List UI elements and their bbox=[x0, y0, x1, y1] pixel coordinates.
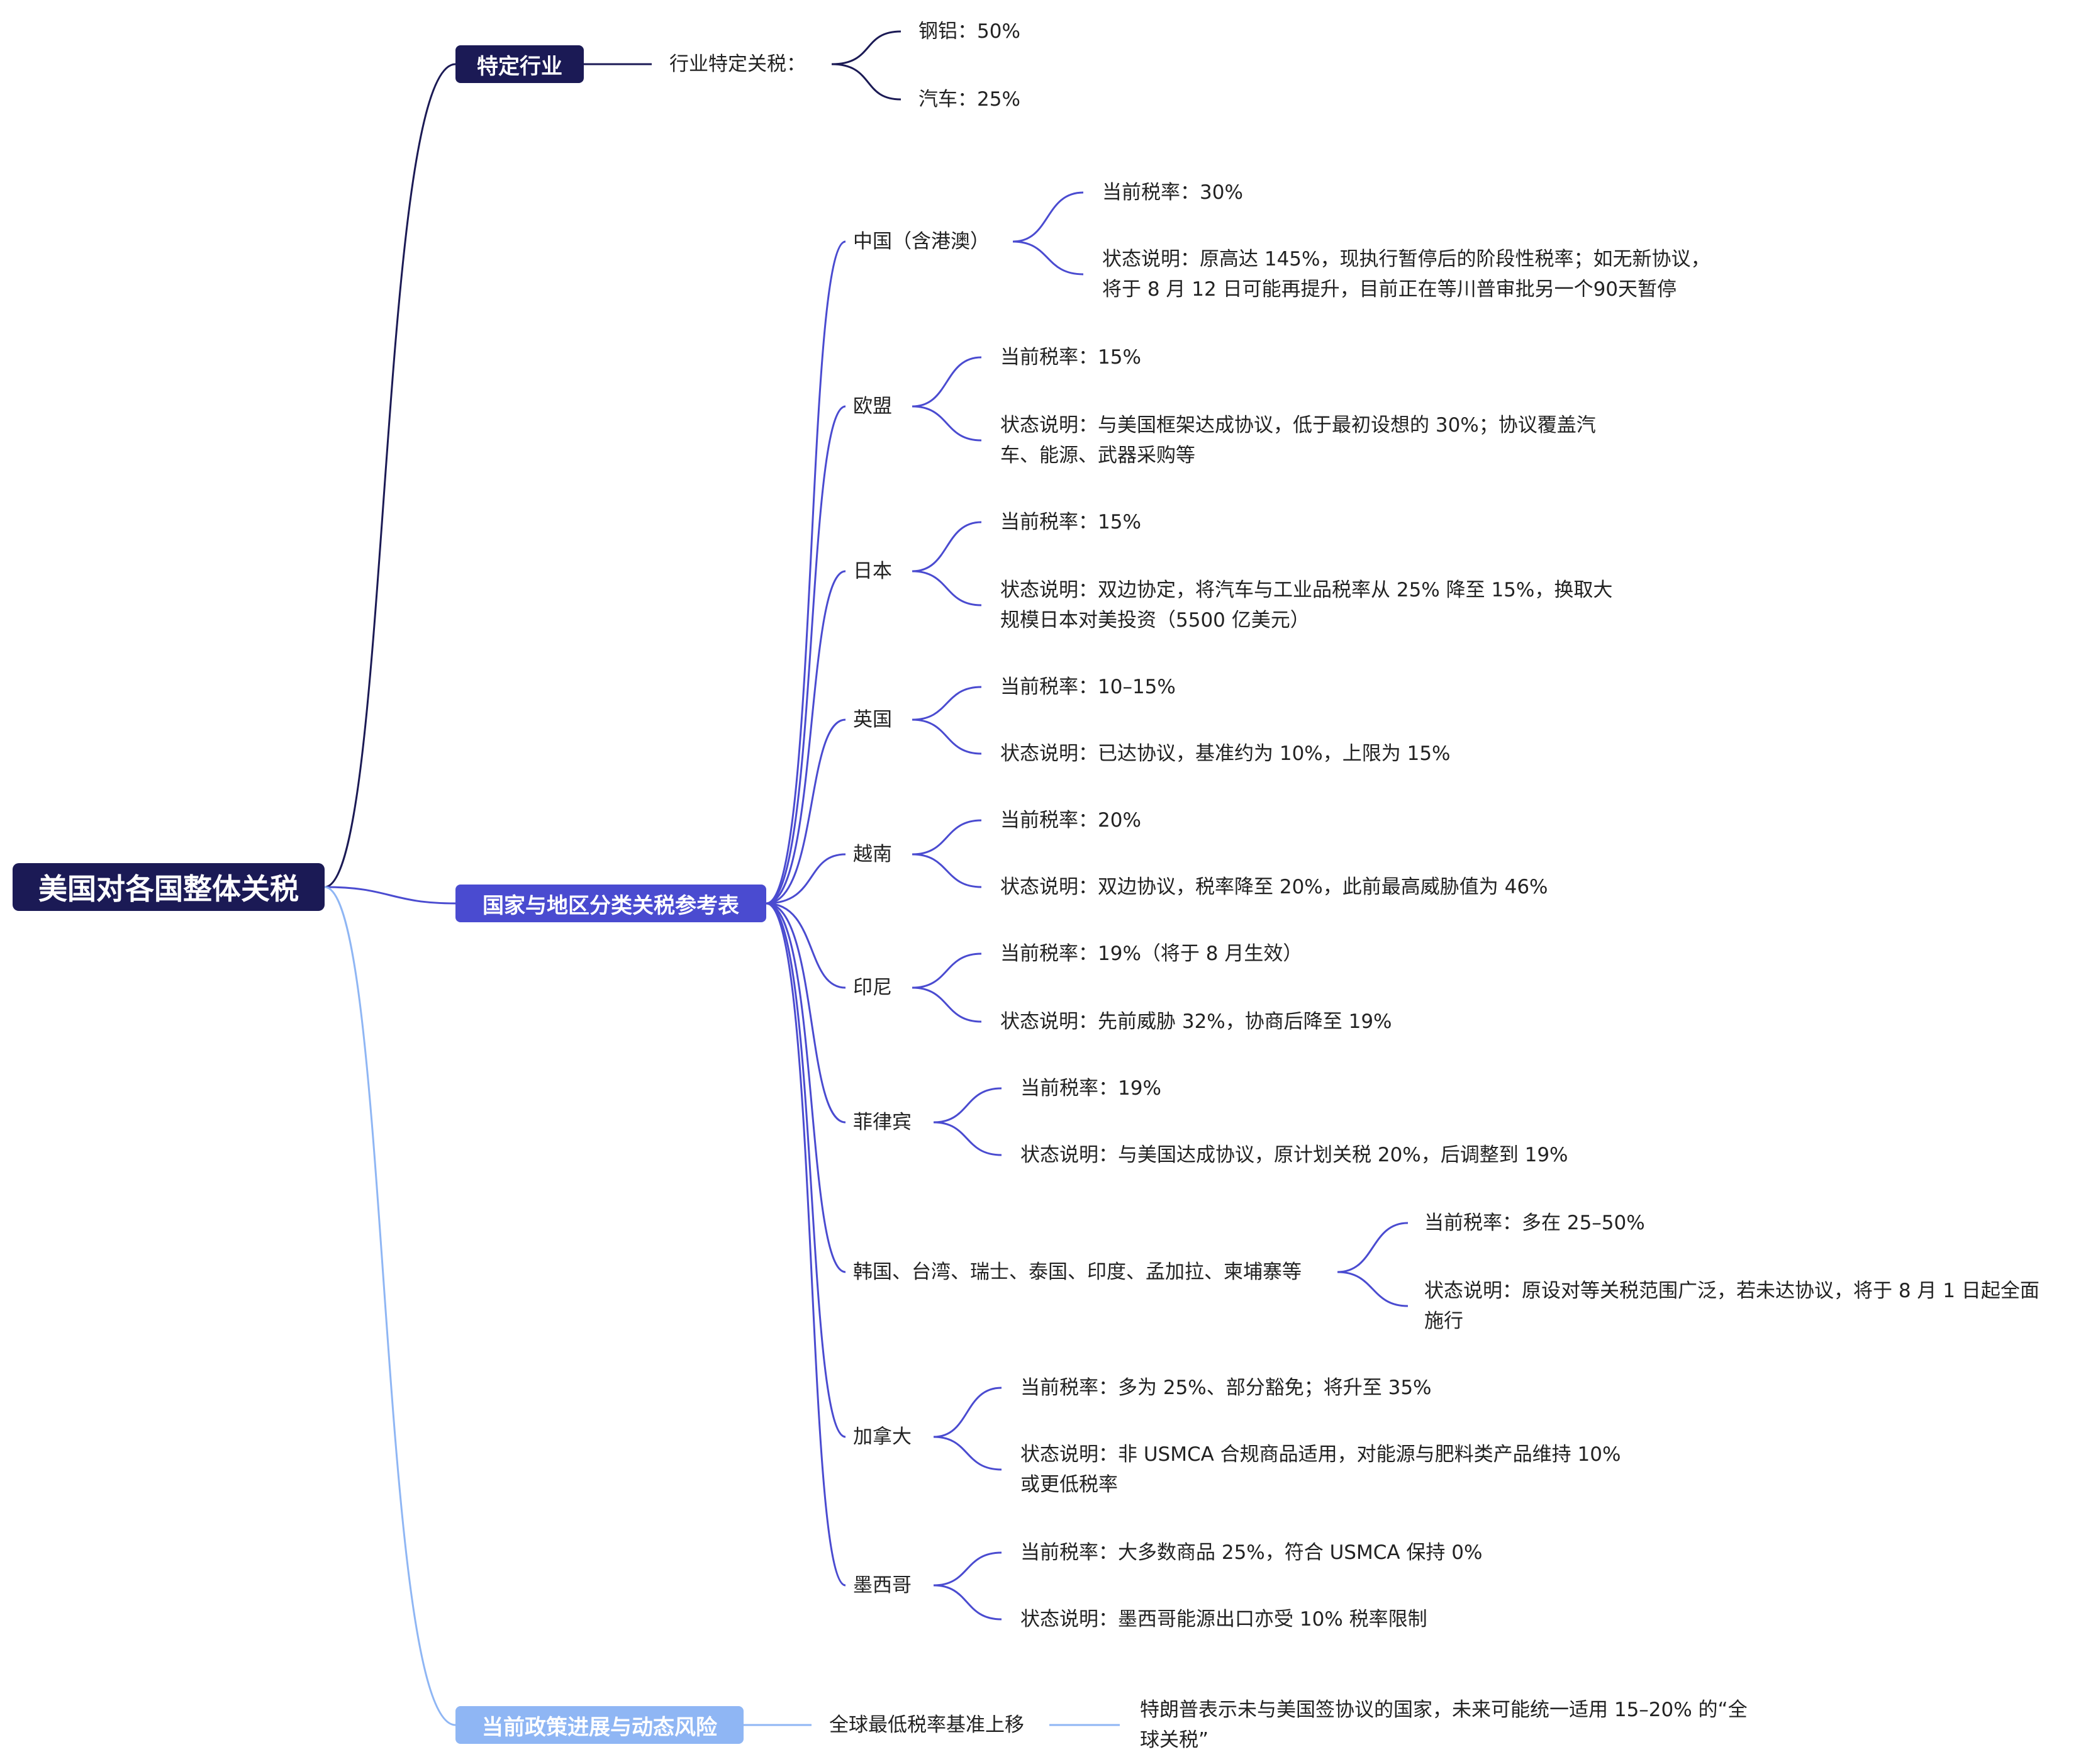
canada-note[interactable]: 状态说明：非 USMCA 合规商品适用，对能源与肥料类产品维持 10% 或更低税… bbox=[1020, 1439, 1621, 1500]
country-korea-group[interactable]: 韩国、台湾、瑞士、泰国、印度、孟加拉、柬埔寨等 bbox=[853, 1261, 1302, 1283]
vietnam-note[interactable]: 状态说明：双边协议，税率降至 20%，此前最高威胁值为 46% bbox=[1000, 876, 1548, 898]
policy-note-line1: 特朗普表示未与美国签协议的国家，未来可能统一适用 15–20% 的“全 bbox=[1140, 1699, 1748, 1721]
country-canada[interactable]: 加拿大 bbox=[853, 1426, 912, 1448]
philippines-note[interactable]: 状态说明：与美国达成协议，原计划关税 20%，后调整到 19% bbox=[1020, 1144, 1568, 1166]
korea-group-note[interactable]: 状态说明：原设对等关税范围广泛，若未达协议，将于 8 月 1 日起全面 施行 bbox=[1424, 1276, 2040, 1336]
uk-rate[interactable]: 当前税率：10–15% bbox=[1000, 676, 1176, 698]
korea-group-rate[interactable]: 当前税率：多在 25–50% bbox=[1424, 1212, 1645, 1234]
china-note[interactable]: 状态说明：原高达 145%，现执行暂停后的阶段性税率；如无新协议， 将于 8 月… bbox=[1102, 244, 1710, 304]
branch-countries[interactable]: 国家与地区分类关税参考表 bbox=[455, 885, 766, 922]
policy-note[interactable]: 特朗普表示未与美国签协议的国家，未来可能统一适用 15–20% 的“全 球关税” bbox=[1140, 1695, 1748, 1755]
philippines-rate[interactable]: 当前税率：19% bbox=[1020, 1077, 1161, 1100]
country-philippines[interactable]: 菲律宾 bbox=[853, 1111, 912, 1134]
edge-root-industry bbox=[324, 63, 456, 888]
country-japan[interactable]: 日本 bbox=[853, 560, 892, 583]
country-china[interactable]: 中国（含港澳） bbox=[853, 230, 990, 253]
country-vietnam[interactable]: 越南 bbox=[853, 843, 892, 866]
indonesia-note[interactable]: 状态说明：先前威胁 32%，协商后降至 19% bbox=[1000, 1010, 1392, 1033]
edge-industry-item2 bbox=[831, 63, 901, 101]
indonesia-rate[interactable]: 当前税率：19%（将于 8 月生效） bbox=[1000, 942, 1303, 965]
edge-root-countries bbox=[324, 886, 456, 905]
policy-label[interactable]: 全球最低税率基准上移 bbox=[829, 1714, 1024, 1736]
branch-industry[interactable]: 特定行业 bbox=[455, 45, 584, 83]
policy-note-line2: 球关税” bbox=[1140, 1729, 1209, 1751]
industry-item-auto[interactable]: 汽车：25% bbox=[918, 88, 1020, 111]
eu-note[interactable]: 状态说明：与美国框架达成协议，低于最初设想的 30%；协议覆盖汽 车、能源、武器… bbox=[1000, 410, 1596, 471]
china-rate[interactable]: 当前税率：30% bbox=[1102, 181, 1243, 204]
china-note-line2: 将于 8 月 12 日可能再提升，目前正在等川普审批另一个90天暂停 bbox=[1102, 278, 1677, 301]
country-indonesia[interactable]: 印尼 bbox=[853, 976, 892, 999]
vietnam-rate[interactable]: 当前税率：20% bbox=[1000, 809, 1141, 832]
country-eu[interactable]: 欧盟 bbox=[853, 395, 892, 418]
eu-rate[interactable]: 当前税率：15% bbox=[1000, 346, 1141, 369]
country-uk[interactable]: 英国 bbox=[853, 708, 892, 731]
japan-note-line2: 规模日本对美投资（5500 亿美元） bbox=[1000, 609, 1310, 632]
canada-rate[interactable]: 当前税率：多为 25%、部分豁免；将升至 35% bbox=[1020, 1376, 1432, 1399]
uk-note[interactable]: 状态说明：已达协议，基准约为 10%，上限为 15% bbox=[1000, 742, 1451, 765]
branch-policy[interactable]: 当前政策进展与动态风险 bbox=[455, 1706, 744, 1744]
industry-item-steel[interactable]: 钢铝：50% bbox=[918, 20, 1020, 43]
mexico-note[interactable]: 状态说明：墨西哥能源出口亦受 10% 税率限制 bbox=[1020, 1608, 1427, 1631]
canada-note-line2: 或更低税率 bbox=[1020, 1473, 1118, 1496]
edge-root-policy bbox=[324, 886, 456, 1726]
korea-group-note-line1: 状态说明：原设对等关税范围广泛，若未达协议，将于 8 月 1 日起全面 bbox=[1424, 1280, 2040, 1302]
eu-note-line1: 状态说明：与美国框架达成协议，低于最初设想的 30%；协议覆盖汽 bbox=[1000, 414, 1596, 437]
canada-note-line1: 状态说明：非 USMCA 合规商品适用，对能源与肥料类产品维持 10% bbox=[1020, 1443, 1621, 1466]
country-mexico[interactable]: 墨西哥 bbox=[853, 1574, 912, 1597]
china-note-line1: 状态说明：原高达 145%，现执行暂停后的阶段性税率；如无新协议， bbox=[1102, 248, 1710, 271]
mexico-rate[interactable]: 当前税率：大多数商品 25%，符合 USMCA 保持 0% bbox=[1020, 1541, 1483, 1564]
edge-industry-item1 bbox=[831, 30, 901, 65]
japan-note-line1: 状态说明：双边协定，将汽车与工业品税率从 25% 降至 15%，换取大 bbox=[1000, 579, 1613, 601]
root-node[interactable]: 美国对各国整体关税 bbox=[13, 863, 325, 911]
eu-note-line2: 车、能源、武器采购等 bbox=[1000, 444, 1195, 467]
korea-group-note-line2: 施行 bbox=[1424, 1310, 1463, 1332]
industry-label[interactable]: 行业特定关税： bbox=[669, 53, 806, 75]
japan-rate[interactable]: 当前税率：15% bbox=[1000, 511, 1141, 533]
japan-note[interactable]: 状态说明：双边协定，将汽车与工业品税率从 25% 降至 15%，换取大 规模日本… bbox=[1000, 575, 1612, 635]
